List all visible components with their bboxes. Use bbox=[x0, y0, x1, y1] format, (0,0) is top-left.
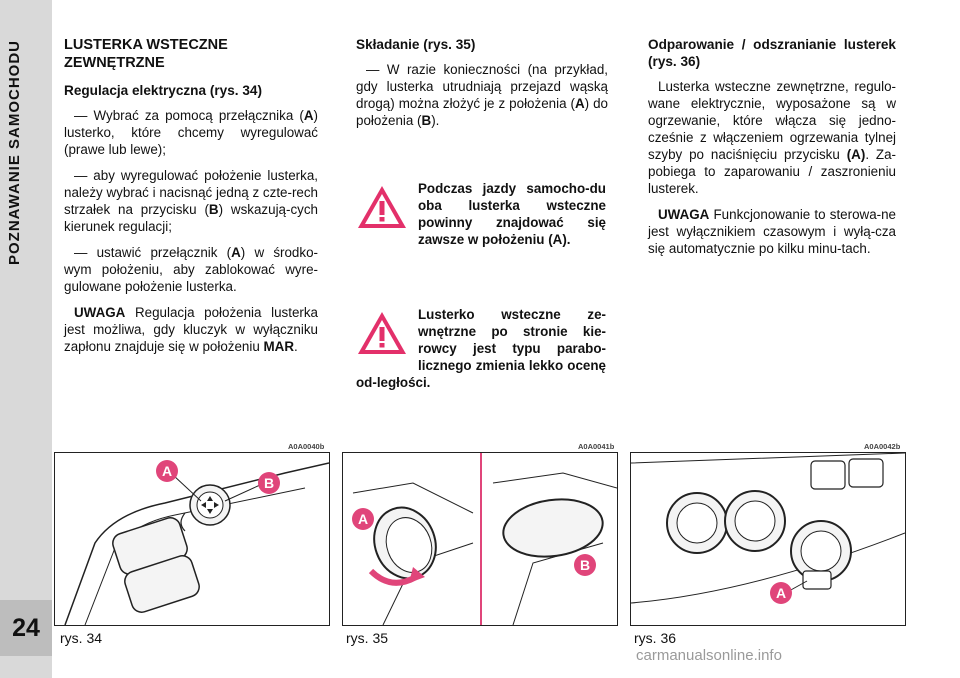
column-3: Odparowanie / odszranianie lusterek (rys… bbox=[648, 36, 896, 266]
subheading-electric: Regulacja elektryczna (rys. 34) bbox=[64, 83, 262, 98]
paragraph: — Wybrać za pomocą przełącznika (A) lust… bbox=[64, 108, 318, 157]
subheading-folding: Składanie (rys. 35) bbox=[356, 37, 476, 52]
figure-34: A B bbox=[54, 452, 330, 626]
figure-caption: rys. 34 bbox=[60, 630, 103, 646]
subheading-defog: Odparowanie / odszranianie lusterek (rys… bbox=[648, 37, 896, 69]
warning-icon bbox=[358, 186, 406, 228]
figure-code: A0A0040b bbox=[288, 442, 325, 451]
figure-code: A0A0041b bbox=[578, 442, 615, 451]
label-b: B bbox=[264, 475, 274, 491]
mirror-folding-illustration: A B bbox=[352, 453, 617, 625]
sidebar: POZNAWANIE SAMOCHODU 24 bbox=[0, 0, 52, 678]
label-a: A bbox=[358, 511, 368, 527]
label-b: B bbox=[580, 557, 590, 573]
column-2: Składanie (rys. 35) — W razie koniecznoś… bbox=[356, 36, 608, 138]
mirror-switch-illustration: A B bbox=[64, 460, 329, 625]
section-heading: LUSTERKA WSTECZNE ZEWNĘTRZNE bbox=[64, 37, 228, 71]
paragraph: Lusterka wsteczne zewnętrzne, regulo-wan… bbox=[648, 79, 897, 196]
figure-caption: rys. 35 bbox=[346, 630, 389, 646]
figure-caption: rys. 36 bbox=[634, 630, 677, 646]
note-paragraph: UWAGA Funkcjonowanie to sterowa-ne jest … bbox=[648, 207, 896, 256]
label-a: A bbox=[776, 585, 786, 601]
page-number: 24 bbox=[0, 600, 52, 656]
warning-icon bbox=[358, 312, 406, 354]
paragraph: — aby wyregulować położenie lusterka, na… bbox=[64, 168, 318, 234]
watermark: carmanualsonline.info bbox=[636, 647, 782, 664]
note-paragraph: UWAGA Regulacja położenia lusterka jest … bbox=[64, 305, 318, 354]
figure-36: A bbox=[630, 452, 906, 626]
figure-code: A0A0042b bbox=[864, 442, 901, 451]
paragraph: — W razie konieczności (na przykład, gdy… bbox=[356, 62, 608, 128]
section-title: POZNAWANIE SAMOCHODU bbox=[6, 40, 23, 266]
climate-panel-illustration: A bbox=[631, 453, 905, 604]
warning-box-1: Podczas jazdy samocho-du oba lusterka ws… bbox=[356, 180, 606, 248]
figure-35: A B bbox=[342, 452, 618, 626]
column-1: LUSTERKA WSTECZNE ZEWNĘTRZNE Regulacja e… bbox=[64, 36, 318, 364]
label-a: A bbox=[162, 463, 172, 479]
warning-box-2: Lusterko wsteczne ze-wnętrzne po stronie… bbox=[356, 307, 606, 390]
paragraph: — ustawić przełącznik (A) w środko-wym p… bbox=[64, 245, 318, 294]
